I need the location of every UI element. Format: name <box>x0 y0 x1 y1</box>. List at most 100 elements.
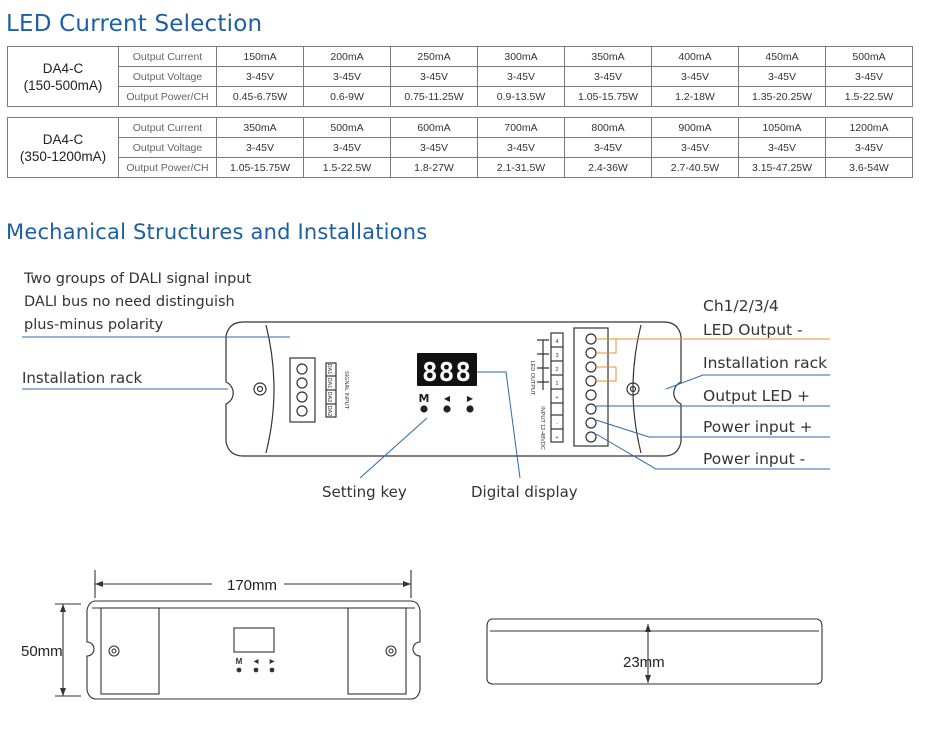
model-cell: DA4-C (150-500mA) <box>7 46 119 107</box>
right-terminal-label: 3 <box>555 353 558 359</box>
output-led-plus-label: Output LED + <box>703 387 811 405</box>
right-screw <box>626 382 640 396</box>
side-view-body <box>486 618 823 685</box>
left-terminal <box>296 363 308 375</box>
table-cell: 350mA <box>216 117 304 138</box>
table-cell: 0.75-11.25W <box>390 86 478 107</box>
right-rack-leader-line <box>665 374 830 390</box>
table-cell: 1.05-15.75W <box>564 86 652 107</box>
left-button-label: ◀ <box>444 394 451 403</box>
top-view-right-label: ▶ <box>269 658 275 665</box>
left-terminal-caption: SIGNAL INPUT <box>343 371 349 410</box>
table-cell: 600mA <box>390 117 478 138</box>
table-cell: 1.8-27W <box>390 157 478 178</box>
left-terminal-label: DA2 <box>326 392 332 403</box>
right-terminal-caption-bottom: INPUT 12-48VDC <box>539 406 545 450</box>
left-terminal <box>296 405 308 417</box>
table-cell: 3.15-47.25W <box>738 157 826 178</box>
model-name: DA4-C <box>42 131 84 147</box>
left-screw <box>253 382 267 396</box>
table-cell: 1.05-15.75W <box>216 157 304 178</box>
right-button[interactable] <box>466 405 474 413</box>
right-terminal <box>585 403 597 415</box>
power-plus-leader-line <box>595 419 830 438</box>
param-label: Output Power/CH <box>118 157 217 178</box>
ch-label: Ch1/2/3/4 <box>703 297 779 315</box>
param-label: Output Voltage <box>118 137 217 158</box>
table-cell: 2.4-36W <box>564 157 652 178</box>
left-end-cap <box>265 324 275 454</box>
table-cell: 3-45V <box>216 137 304 158</box>
left-rack-label: Installation rack <box>22 369 143 387</box>
digital-display-leader-line <box>477 371 521 479</box>
power-minus-leader-line <box>595 433 830 470</box>
right-terminal-block <box>573 327 609 447</box>
setting-key-label: Setting key <box>322 483 407 501</box>
table-cell: 450mA <box>738 46 826 67</box>
right-terminal <box>585 389 597 401</box>
digital-display-label: Digital display <box>471 483 578 501</box>
model-range: (350-1200mA) <box>19 148 107 164</box>
height-dimension-label: 23mm <box>623 654 665 671</box>
table-cell: 200mA <box>303 46 391 67</box>
table-cell: 1.35-20.25W <box>738 86 826 107</box>
table-row: Output Voltage 3-45V 3-45V 3-45V 3-45V 3… <box>8 66 913 87</box>
table-cell: 3-45V <box>651 66 739 87</box>
right-terminal <box>585 431 597 443</box>
current-table-350-1200: DA4-C (350-1200mA) Output Current 350mA … <box>7 117 913 178</box>
right-terminal-label: + <box>555 395 558 401</box>
top-view-body <box>86 600 421 700</box>
current-table-150-500: DA4-C (150-500mA) Output Current 150mA 2… <box>7 46 913 107</box>
table-cell: 1.5-22.5W <box>825 86 913 107</box>
power-input-plus-label: Power input + <box>703 418 813 436</box>
left-button[interactable] <box>443 405 451 413</box>
led-current-selection-title: LED Current Selection <box>6 11 263 37</box>
table-cell: 2.1-31.5W <box>477 157 565 178</box>
table-row: Output Power/CH 1.05-15.75W 1.5-22.5W 1.… <box>8 157 913 178</box>
power-input-minus-label: Power input - <box>703 450 806 468</box>
right-terminal-label: 1 <box>555 381 558 387</box>
length-dimension-label: 170mm <box>227 577 277 594</box>
table-cell: 0.9-13.5W <box>477 86 565 107</box>
led-output-minus-label: LED Output - <box>703 321 803 339</box>
model-range: (150-500mA) <box>23 77 103 93</box>
top-view-mode-label: M <box>236 657 243 666</box>
right-terminal-label: + <box>555 435 558 441</box>
table-cell: 3.6-54W <box>825 157 913 178</box>
top-view-display <box>233 627 275 653</box>
mechanical-section-title: Mechanical Structures and Installations <box>6 220 428 244</box>
setting-key-leader-line <box>359 417 428 479</box>
left-terminal <box>296 391 308 403</box>
top-view-left-cap <box>100 607 160 695</box>
table-row: Output Power/CH 0.45-6.75W 0.6-9W 0.75-1… <box>8 86 913 107</box>
model-cell: DA4-C (350-1200mA) <box>7 117 119 178</box>
table-cell: 3-45V <box>390 137 478 158</box>
right-button-label: ▶ <box>467 394 474 403</box>
table-row: DA4-C (150-500mA) Output Current 150mA 2… <box>7 46 913 107</box>
right-rack-label: Installation rack <box>703 354 828 372</box>
table-cell: 500mA <box>825 46 913 67</box>
right-terminal-label: - <box>556 421 558 427</box>
mode-button[interactable] <box>420 405 428 413</box>
left-terminal-label: DA1 <box>326 364 332 375</box>
table-cell: 0.45-6.75W <box>216 86 304 107</box>
top-view-right-cap <box>347 607 407 695</box>
display-digits: 888 <box>422 358 472 388</box>
width-dimension-label: 50mm <box>21 643 63 660</box>
dali-note-line-2: DALI bus no need distinguish <box>24 294 235 310</box>
dali-note-line-3: plus-minus polarity <box>24 317 164 333</box>
table-cell: 2.7-40.5W <box>651 157 739 178</box>
right-terminal <box>585 417 597 429</box>
left-terminal-label: DA1 <box>326 378 332 389</box>
dali-note-line-1: Two groups of DALI signal input <box>24 271 252 287</box>
led-output-label: Ch1/2/3/4 LED Output - <box>703 294 803 342</box>
digital-display <box>417 353 477 386</box>
left-terminal <box>296 377 308 389</box>
table-cell: 3-45V <box>390 66 478 87</box>
table-cell: 1200mA <box>825 117 913 138</box>
dali-input-note: Two groups of DALI signal input DALI bus… <box>24 268 251 337</box>
model-name: DA4-C <box>42 60 84 76</box>
right-terminal-caption-top: LED OUTPUT <box>529 361 535 396</box>
